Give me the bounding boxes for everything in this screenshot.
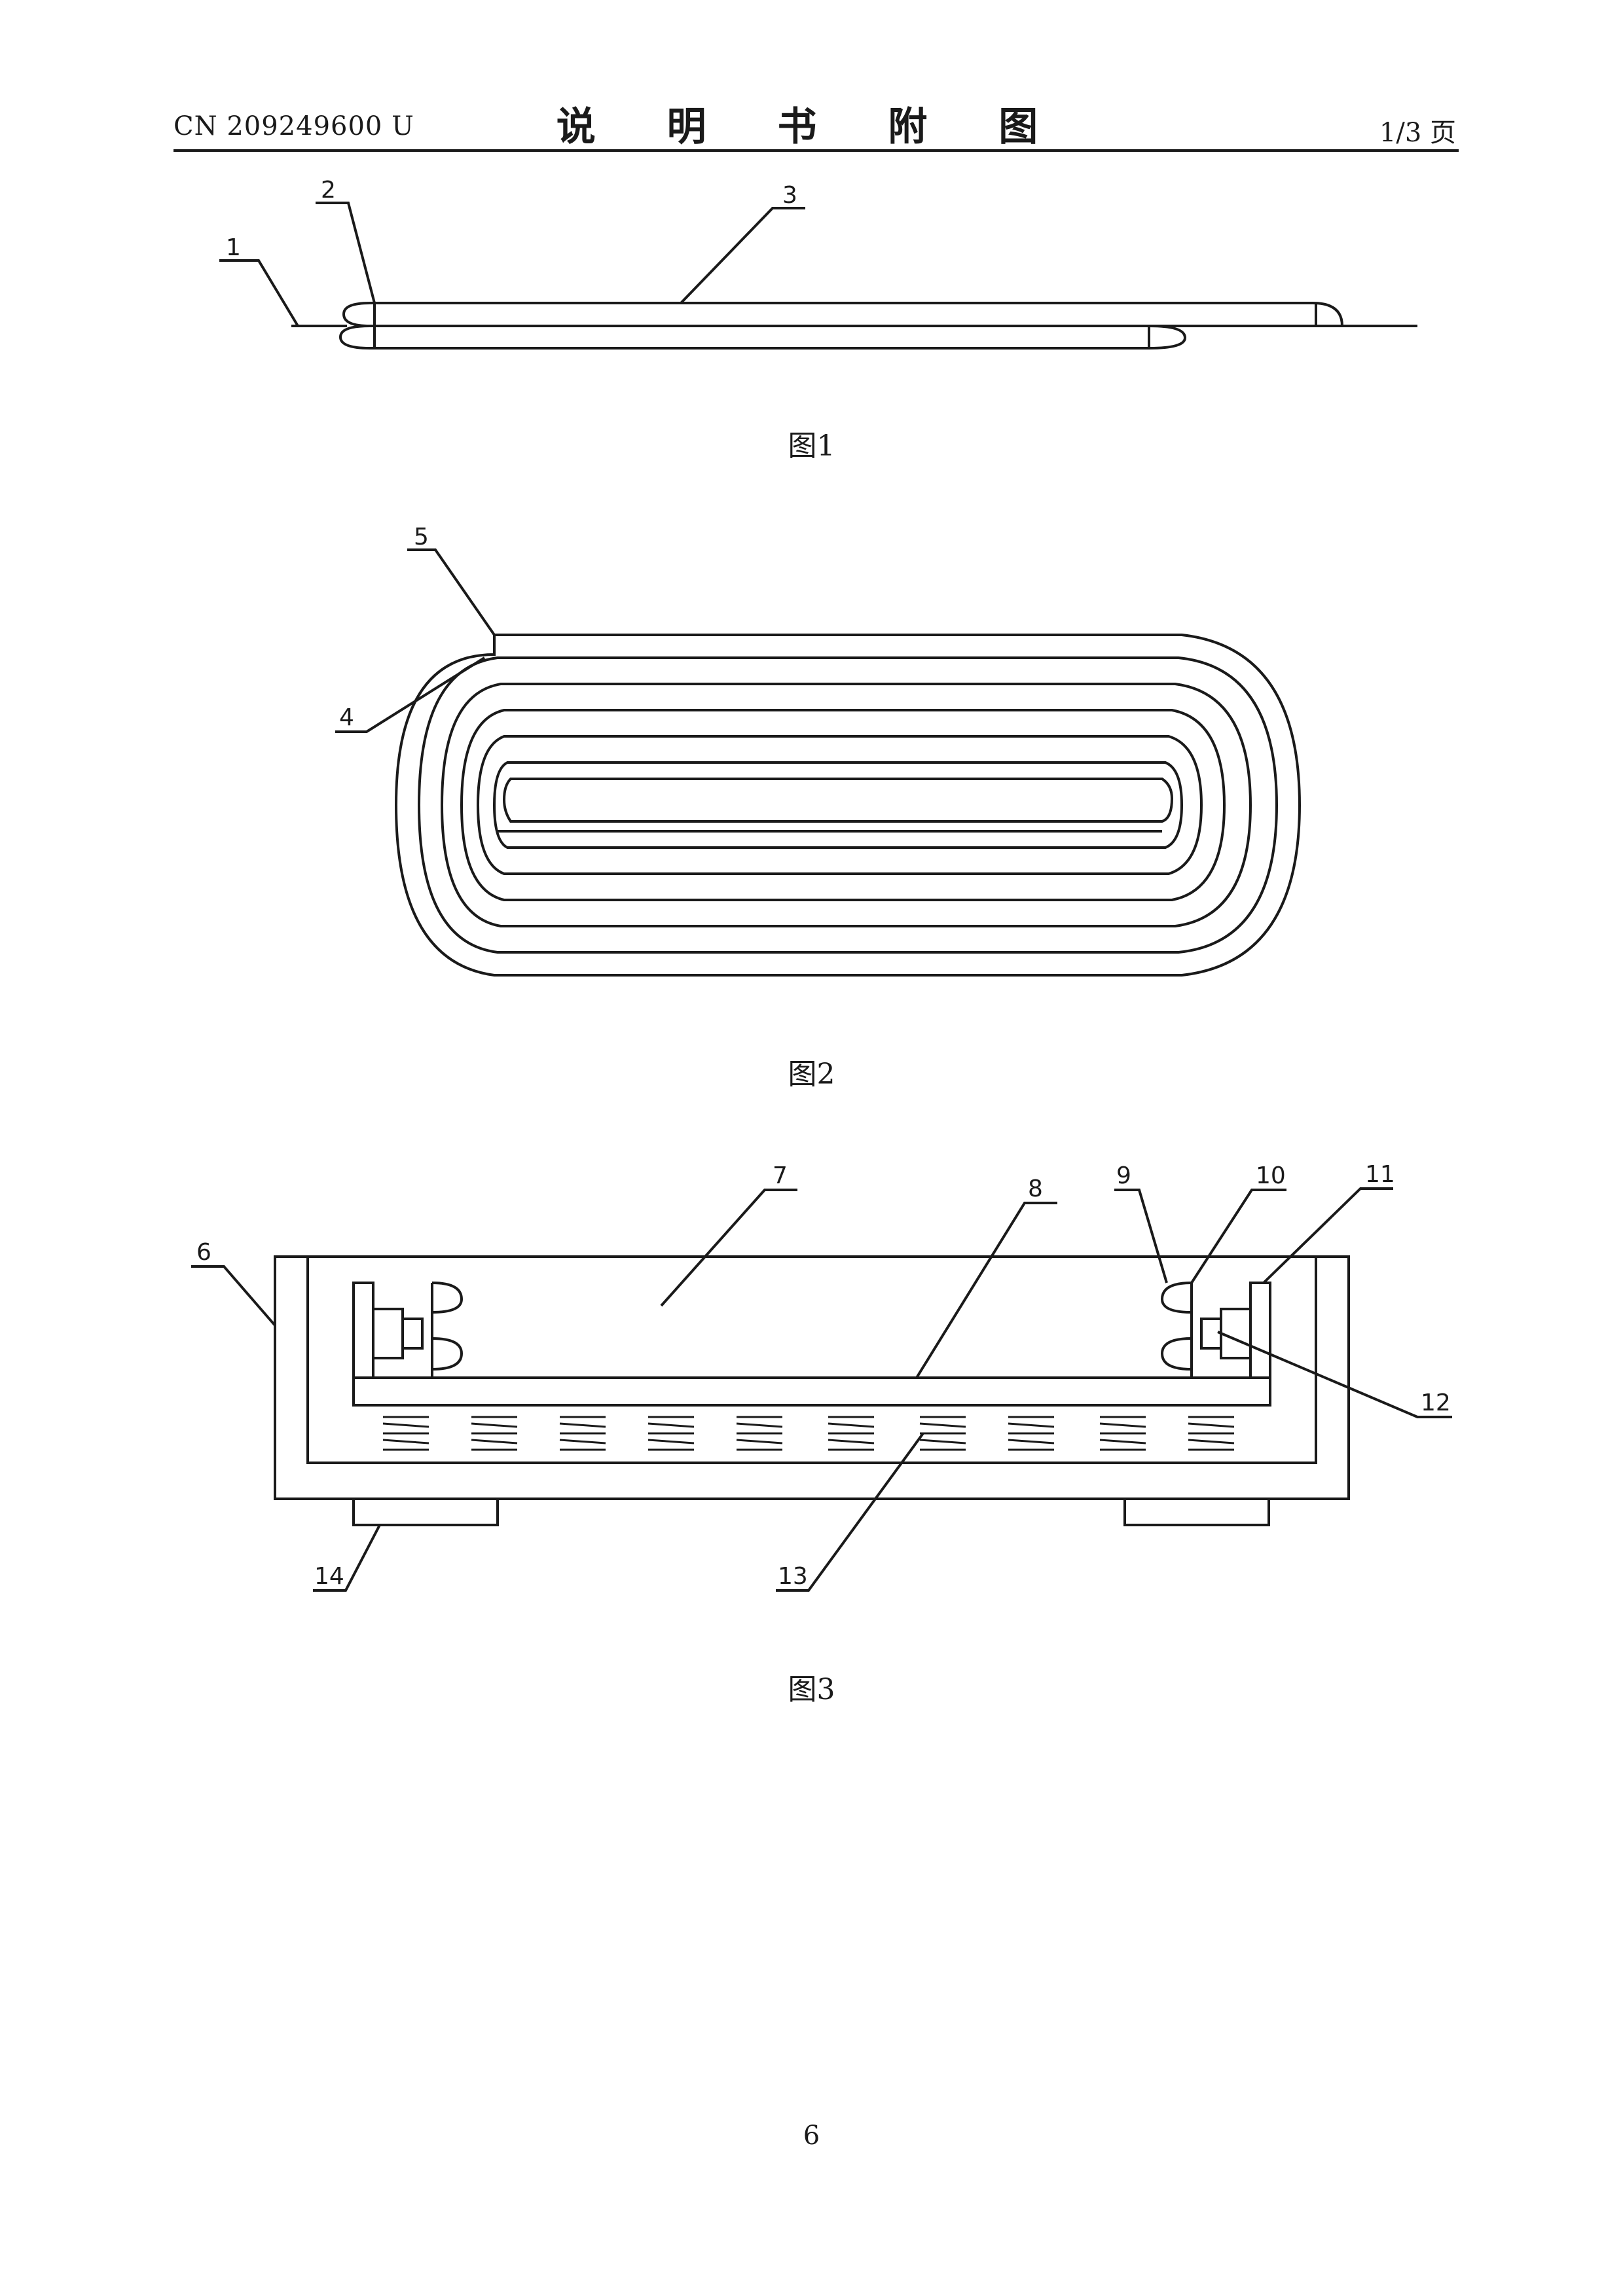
fig2-coil-ring-6: [502, 778, 1174, 823]
fig3-spring: [382, 1416, 429, 1451]
fig2-coil-ring-1: [417, 656, 1279, 954]
fig3-spring: [1008, 1416, 1055, 1451]
fig2-leader-4: [335, 656, 486, 733]
fig1-leader-3: [680, 207, 805, 304]
fig3-right-post: [1249, 1282, 1271, 1379]
fig3-left-knob-bottom: [431, 1337, 464, 1371]
fig3-label-6: 6: [196, 1239, 211, 1266]
fig3-caption: 图3: [788, 1673, 835, 1706]
fig2-label-5: 5: [414, 524, 429, 550]
fig2-coil-ring-5: [492, 761, 1184, 849]
figure-2: 5 4: [335, 524, 1302, 977]
fig3-spring: [736, 1416, 783, 1451]
fig1-label-1: 1: [226, 234, 241, 261]
fig1-label-3: 3: [782, 182, 797, 209]
fig2-coil-ring-3: [460, 709, 1226, 901]
fig3-leader-14: [313, 1524, 381, 1592]
page-title: 说 明 书 附 图: [556, 104, 1067, 150]
fig3-plate: [352, 1376, 1271, 1407]
fig3-spring: [471, 1416, 518, 1451]
figure-1: 1 2 3: [219, 177, 1417, 350]
fig3-springs: [382, 1416, 1235, 1451]
fig3-outer-housing: [274, 1255, 1350, 1500]
page-fraction: 1/3 页: [1379, 118, 1456, 148]
fig3-label-10: 10: [1256, 1162, 1286, 1189]
fig3-label-8: 8: [1028, 1175, 1043, 1202]
page-number: 6: [803, 2121, 820, 2151]
fig2-coil-ring-2: [440, 683, 1252, 927]
fig3-leader-7: [660, 1189, 797, 1307]
fig3-right-block: [1220, 1308, 1252, 1359]
fig1-lower-body: [338, 325, 1187, 350]
fig3-spring: [647, 1416, 695, 1451]
fig3-label-14: 14: [314, 1563, 344, 1590]
fig3-leader-6: [191, 1265, 276, 1327]
fig3-left-post: [352, 1282, 374, 1379]
fig3-leader-10: [1190, 1189, 1286, 1284]
fig3-left-knob-top: [431, 1282, 464, 1314]
fig3-left-stem: [401, 1318, 424, 1350]
fig3-spring: [1188, 1416, 1235, 1451]
fig3-foot-left: [352, 1498, 499, 1526]
header-rule: [173, 149, 1459, 152]
fig2-coil-ring-4: [476, 735, 1203, 875]
fig3-inner-liner: [306, 1257, 1317, 1464]
fig1-caption: 图1: [788, 429, 835, 463]
fig1-upper-body: [342, 302, 1344, 327]
fig3-spring: [828, 1416, 875, 1451]
figure-3: 6 7 8 9 10 11 12 13 14: [191, 1161, 1452, 1592]
fig3-leader-11: [1262, 1187, 1393, 1284]
fig3-foot-right: [1123, 1498, 1270, 1526]
document-number: CN 209249600 U: [173, 111, 414, 141]
fig3-leader-8: [915, 1202, 1057, 1379]
fig1-label-2: 2: [321, 177, 336, 204]
fig3-label-7: 7: [773, 1162, 788, 1189]
fig3-label-9: 9: [1116, 1162, 1131, 1189]
fig3-label-13: 13: [778, 1563, 808, 1590]
fig3-spring: [919, 1416, 966, 1451]
fig3-left-block: [372, 1308, 404, 1359]
fig2-caption: 图2: [788, 1058, 835, 1091]
fig3-label-12: 12: [1421, 1390, 1451, 1416]
fig3-leader-9: [1114, 1189, 1168, 1283]
fig1-leader-1: [219, 259, 299, 327]
fig2-leader-5: [407, 548, 496, 636]
fig3-right-stem: [1200, 1318, 1222, 1350]
fig1-leader-2: [316, 202, 376, 304]
fig3-leader-12: [1217, 1331, 1452, 1418]
fig3-spring: [1099, 1416, 1146, 1451]
fig3-spring: [559, 1416, 606, 1451]
fig3-right-knob-bottom: [1160, 1337, 1192, 1371]
fig3-right-knob-top: [1160, 1282, 1192, 1314]
fig2-outer-lead: [394, 634, 1302, 977]
fig2-label-4: 4: [339, 704, 354, 731]
fig3-leader-13: [776, 1432, 924, 1592]
fig3-label-11: 11: [1365, 1161, 1395, 1188]
